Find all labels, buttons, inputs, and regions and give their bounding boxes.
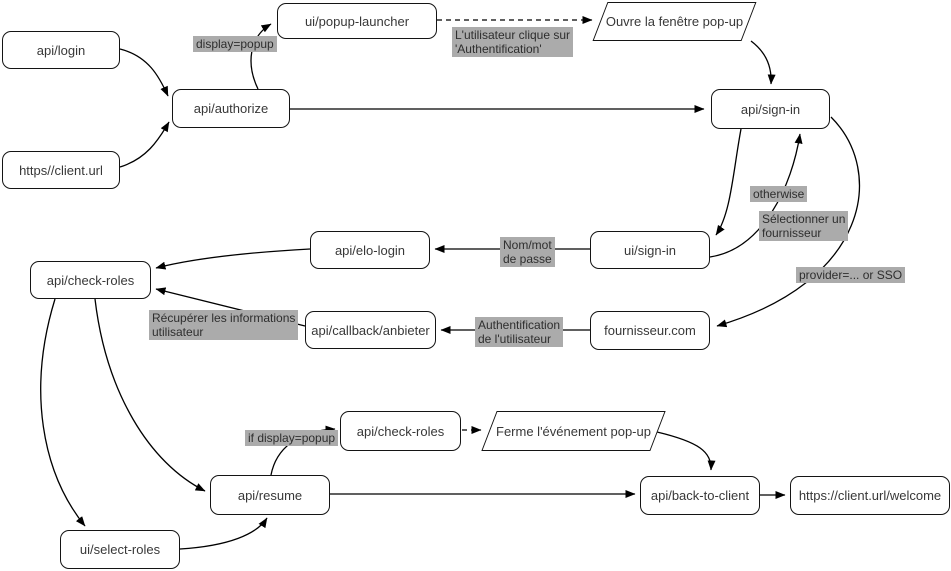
parallelogram-label: Ferme l'événement pop-up bbox=[496, 423, 651, 439]
edge-api-check-roles-to-api-resume bbox=[94, 298, 206, 492]
edge-client-url-to-api-authorize bbox=[119, 121, 170, 168]
edge-api-check-roles-to-ui-select-roles bbox=[40, 298, 86, 527]
node-ui-popup-launcher[interactable]: ui/popup-launcher bbox=[277, 3, 437, 39]
node-api-callback-anbieter[interactable]: api/callback/anbieter bbox=[305, 311, 436, 349]
edge-label-user-clicks-auth: L'utilisateur clique sur 'Authentificati… bbox=[452, 27, 574, 57]
node-api-elo-login[interactable]: api/elo-login bbox=[310, 231, 430, 269]
edge-api-elo-login-to-api-check-roles bbox=[155, 248, 311, 270]
edge-label-display-popup: display=popup bbox=[193, 36, 277, 52]
parallelogram-label: Ouvre la fenêtre pop-up bbox=[605, 14, 744, 29]
node-api-back-to-client[interactable]: api/back-to-client bbox=[640, 476, 760, 515]
node-api-sign-in[interactable]: api/sign-in bbox=[711, 89, 830, 129]
edge-label-select-provider: Sélectionner un fournisseur bbox=[759, 211, 849, 241]
edge-label-provider-sso: provider=... or SSO bbox=[796, 267, 906, 283]
edge-label-auth-utilisateur: Authentification de l'utilisateur bbox=[475, 317, 564, 347]
edge-ouvre-popup-to-api-sign-in bbox=[750, 40, 776, 85]
node-api-resume[interactable]: api/resume bbox=[210, 475, 330, 515]
edge-ferme-popup-to-api-back-to-client bbox=[656, 431, 716, 471]
node-client-url-welcome[interactable]: https://client.url/welcome bbox=[790, 476, 950, 515]
edge-label-recuperer-infos: Récupérer les informations utilisateur bbox=[149, 310, 299, 340]
node-api-check-roles-2[interactable]: api/check-roles bbox=[340, 411, 461, 451]
node-api-authorize[interactable]: api/authorize bbox=[172, 89, 290, 128]
edge-label-nom-mot-de-passe: Nom/mot de passe bbox=[500, 237, 555, 267]
edge-api-authorize-to-ui-popup-launcher bbox=[250, 23, 272, 90]
node-api-login[interactable]: api/login bbox=[2, 31, 120, 69]
node-fournisseur-com[interactable]: fournisseur.com bbox=[590, 311, 710, 350]
edge-api-sign-in-to-fournisseur-provider-sso bbox=[716, 116, 861, 328]
edge-api-sign-in-to-ui-sign-in-otherwise bbox=[715, 128, 742, 236]
edge-label-if-display-popup: if display=popup bbox=[245, 430, 339, 446]
node-client-url[interactable]: https//client.url bbox=[2, 151, 120, 189]
edge-api-login-to-api-authorize bbox=[119, 48, 169, 97]
node-ui-sign-in[interactable]: ui/sign-in bbox=[590, 231, 710, 269]
node-ferme-popup[interactable]: Ferme l'événement pop-up bbox=[480, 411, 667, 451]
node-ui-select-roles[interactable]: ui/select-roles bbox=[60, 530, 180, 569]
edge-ui-select-roles-to-api-resume bbox=[179, 517, 268, 550]
edge-label-otherwise: otherwise bbox=[750, 186, 808, 202]
node-ouvre-popup[interactable]: Ouvre la fenêtre pop-up bbox=[591, 2, 758, 41]
node-api-check-roles-1[interactable]: api/check-roles bbox=[30, 261, 151, 299]
